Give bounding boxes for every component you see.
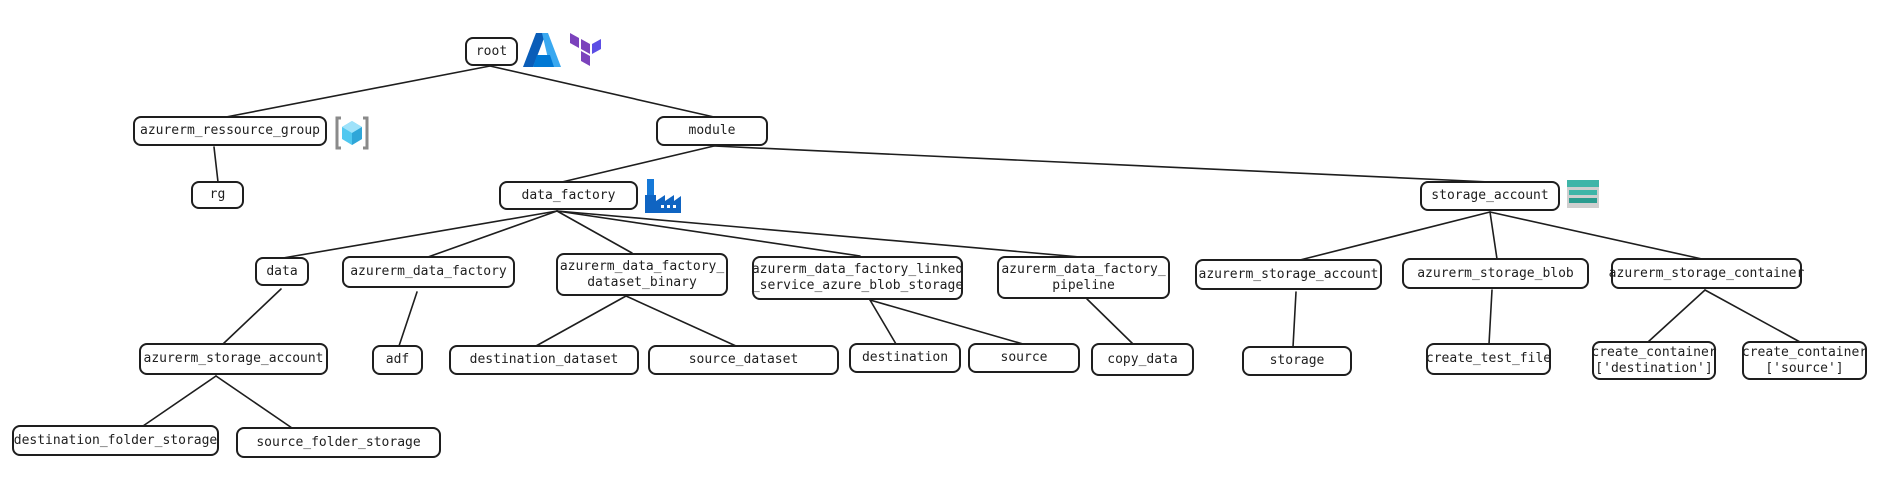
node-azurerm-data-factory-pipeline: azurerm_data_factory_ pipeline bbox=[997, 256, 1170, 299]
edge-df-linked bbox=[556, 210, 861, 257]
edge-account-destfolder bbox=[142, 375, 217, 427]
edge-blob-testfile bbox=[1488, 289, 1493, 345]
edge-data-account bbox=[222, 288, 282, 345]
edge-module-datafactory bbox=[561, 145, 715, 183]
node-azurerm-ressource-group: azurerm_ressource_group bbox=[133, 116, 327, 146]
node-source-dataset: source_dataset bbox=[648, 345, 839, 375]
edge-df-binary bbox=[556, 210, 633, 254]
edge-account-storage bbox=[1292, 291, 1297, 348]
node-azurerm-storage-blob: azurerm_storage_blob bbox=[1402, 258, 1589, 289]
node-root: root bbox=[465, 37, 518, 66]
node-data-azurerm-storage-account: azurerm_storage_account bbox=[139, 343, 328, 375]
node-azurerm-storage-container: azurerm_storage_container bbox=[1609, 258, 1804, 289]
edge-df-pipeline bbox=[556, 210, 1081, 258]
edge-linked-dest bbox=[869, 299, 897, 345]
node-create-container-destination: create_container ['destination'] bbox=[1591, 341, 1717, 380]
edge-df-adf bbox=[427, 210, 558, 258]
edge-binary-srcds bbox=[625, 295, 737, 347]
node-rg: rg bbox=[191, 181, 244, 209]
node-storage-account: storage_account bbox=[1420, 181, 1560, 211]
edge-binary-destds bbox=[535, 295, 627, 347]
edge-module-storage bbox=[713, 145, 1491, 183]
edge-sa-account bbox=[1299, 211, 1491, 261]
edge-container-dest bbox=[1647, 289, 1706, 343]
edge-root-module bbox=[489, 65, 715, 118]
node-destination: destination bbox=[849, 343, 961, 373]
node-create-container-source: create_container ['source'] bbox=[1742, 341, 1867, 380]
node-module: module bbox=[656, 116, 768, 146]
node-storage: storage bbox=[1242, 346, 1352, 376]
edge-linked-src bbox=[869, 299, 1024, 345]
edge-sa-blob bbox=[1489, 211, 1498, 260]
node-azurerm-data-factory-dataset-binary: azurerm_data_factory_ dataset_binary bbox=[556, 253, 728, 296]
edge-adf-adf bbox=[398, 291, 418, 347]
edge-account-srcfolder bbox=[215, 375, 293, 429]
edge-root-rg bbox=[225, 65, 491, 118]
data-factory-icon bbox=[645, 179, 681, 213]
node-source: source bbox=[968, 343, 1080, 373]
node-azurerm-data-factory: azurerm_data_factory bbox=[342, 256, 515, 288]
edge-rgroup-rg bbox=[213, 146, 219, 183]
edge-sa-container bbox=[1489, 211, 1703, 260]
node-sa-azurerm-storage-account: azurerm_storage_account bbox=[1195, 259, 1382, 290]
node-source-folder-storage: source_folder_storage bbox=[236, 427, 441, 458]
node-destination-dataset: destination_dataset bbox=[449, 345, 639, 375]
node-data: data bbox=[255, 257, 309, 286]
terraform-logo-icon bbox=[570, 33, 601, 66]
edge-df-data bbox=[282, 210, 558, 259]
node-data-factory: data_factory bbox=[499, 181, 638, 210]
node-adf: adf bbox=[372, 345, 423, 375]
node-create-test-file: create_test_file bbox=[1426, 343, 1551, 375]
storage-account-icon bbox=[1567, 180, 1599, 208]
resource-group-icon bbox=[335, 116, 369, 150]
node-azurerm-data-factory-linked-service: azurerm_data_factory_linked _service_azu… bbox=[752, 256, 963, 300]
edge-pipeline-copy bbox=[1086, 298, 1134, 345]
node-destination-folder-storage: destination_folder_storage bbox=[12, 425, 219, 456]
node-copy-data: copy_data bbox=[1091, 343, 1194, 376]
azure-logo-icon bbox=[523, 33, 561, 67]
edge-container-src bbox=[1704, 289, 1801, 343]
